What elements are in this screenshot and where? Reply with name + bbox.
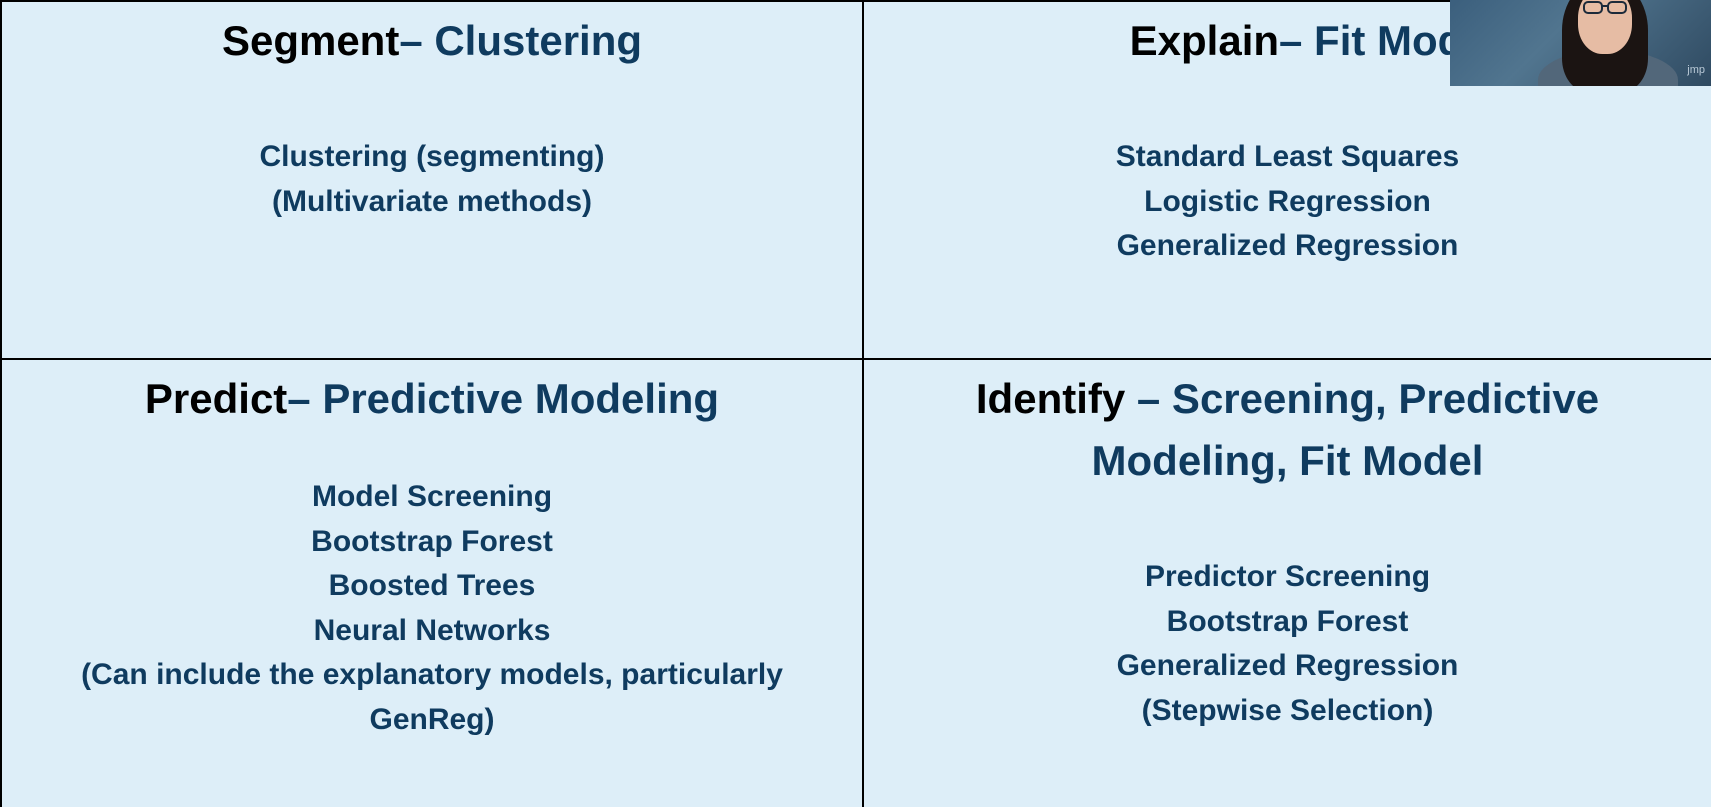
quadrant-predict: Predict– Predictive Modeling Model Scree… (0, 360, 864, 807)
segment-heading: Segment– Clustering (2, 10, 862, 72)
list-item: Bootstrap Forest (1166, 604, 1409, 638)
explain-heading-lead: Explain (1129, 17, 1280, 64)
explain-methods-list: Standard Least Squares Logistic Regressi… (864, 135, 1711, 269)
predict-methods-list: Model Screening Bootstrap Forest Boosted… (2, 475, 862, 742)
quadrant-segment: Segment– Clustering Clustering (segmenti… (0, 0, 864, 360)
explain-heading-rest: – Fit Mod (1279, 17, 1464, 64)
list-item: GenReg) (369, 702, 495, 736)
list-item: Bootstrap Forest (311, 524, 553, 558)
quadrant-identify: Identify – Screening, Predictive Modelin… (864, 360, 1711, 807)
identify-heading-lead: Identify (975, 375, 1126, 422)
list-item: Standard Least Squares (1115, 140, 1460, 173)
list-item: Generalized Regression (1116, 229, 1459, 262)
list-item: (Can include the explanatory models, par… (81, 658, 783, 691)
identify-heading: Identify – Screening, Predictive Modelin… (864, 368, 1711, 492)
explain-heading: Explain– Fit Mod (864, 10, 1711, 72)
list-item: Predictor Screening (1144, 560, 1431, 593)
segment-methods-list: Clustering (segmenting) (Multivariate me… (2, 135, 862, 224)
list-item: Model Screening (311, 480, 553, 513)
list-item: Generalized Regression (1116, 649, 1459, 682)
predict-heading: Predict– Predictive Modeling (2, 368, 862, 430)
list-item: Logistic Regression (1144, 184, 1431, 218)
jmp-watermark: jmp (1687, 64, 1705, 76)
glasses-icon (1583, 1, 1627, 14)
presenter-face (1578, 0, 1632, 54)
quadrant-explain: Explain– Fit Mod Standard Least Squares … (864, 0, 1711, 360)
list-item: Neural Networks (313, 613, 551, 647)
identify-methods-list: Predictor Screening Bootstrap Forest Gen… (864, 555, 1711, 733)
list-item: Clustering (segmenting) (259, 140, 605, 173)
identify-heading-rest: – Screening, Predictive (1125, 375, 1600, 422)
predict-heading-rest: – Predictive Modeling (287, 375, 720, 422)
segment-heading-rest: – Clustering (399, 17, 643, 64)
segment-heading-lead: Segment (221, 17, 400, 64)
list-item: (Stepwise Selection) (1141, 693, 1434, 727)
list-item: (Multivariate methods) (271, 184, 593, 218)
predict-heading-lead: Predict (144, 375, 288, 422)
identify-heading-line2: Modeling, Fit Model (1091, 437, 1484, 484)
webcam-overlay: jmp (1450, 0, 1711, 86)
list-item: Boosted Trees (328, 569, 536, 602)
